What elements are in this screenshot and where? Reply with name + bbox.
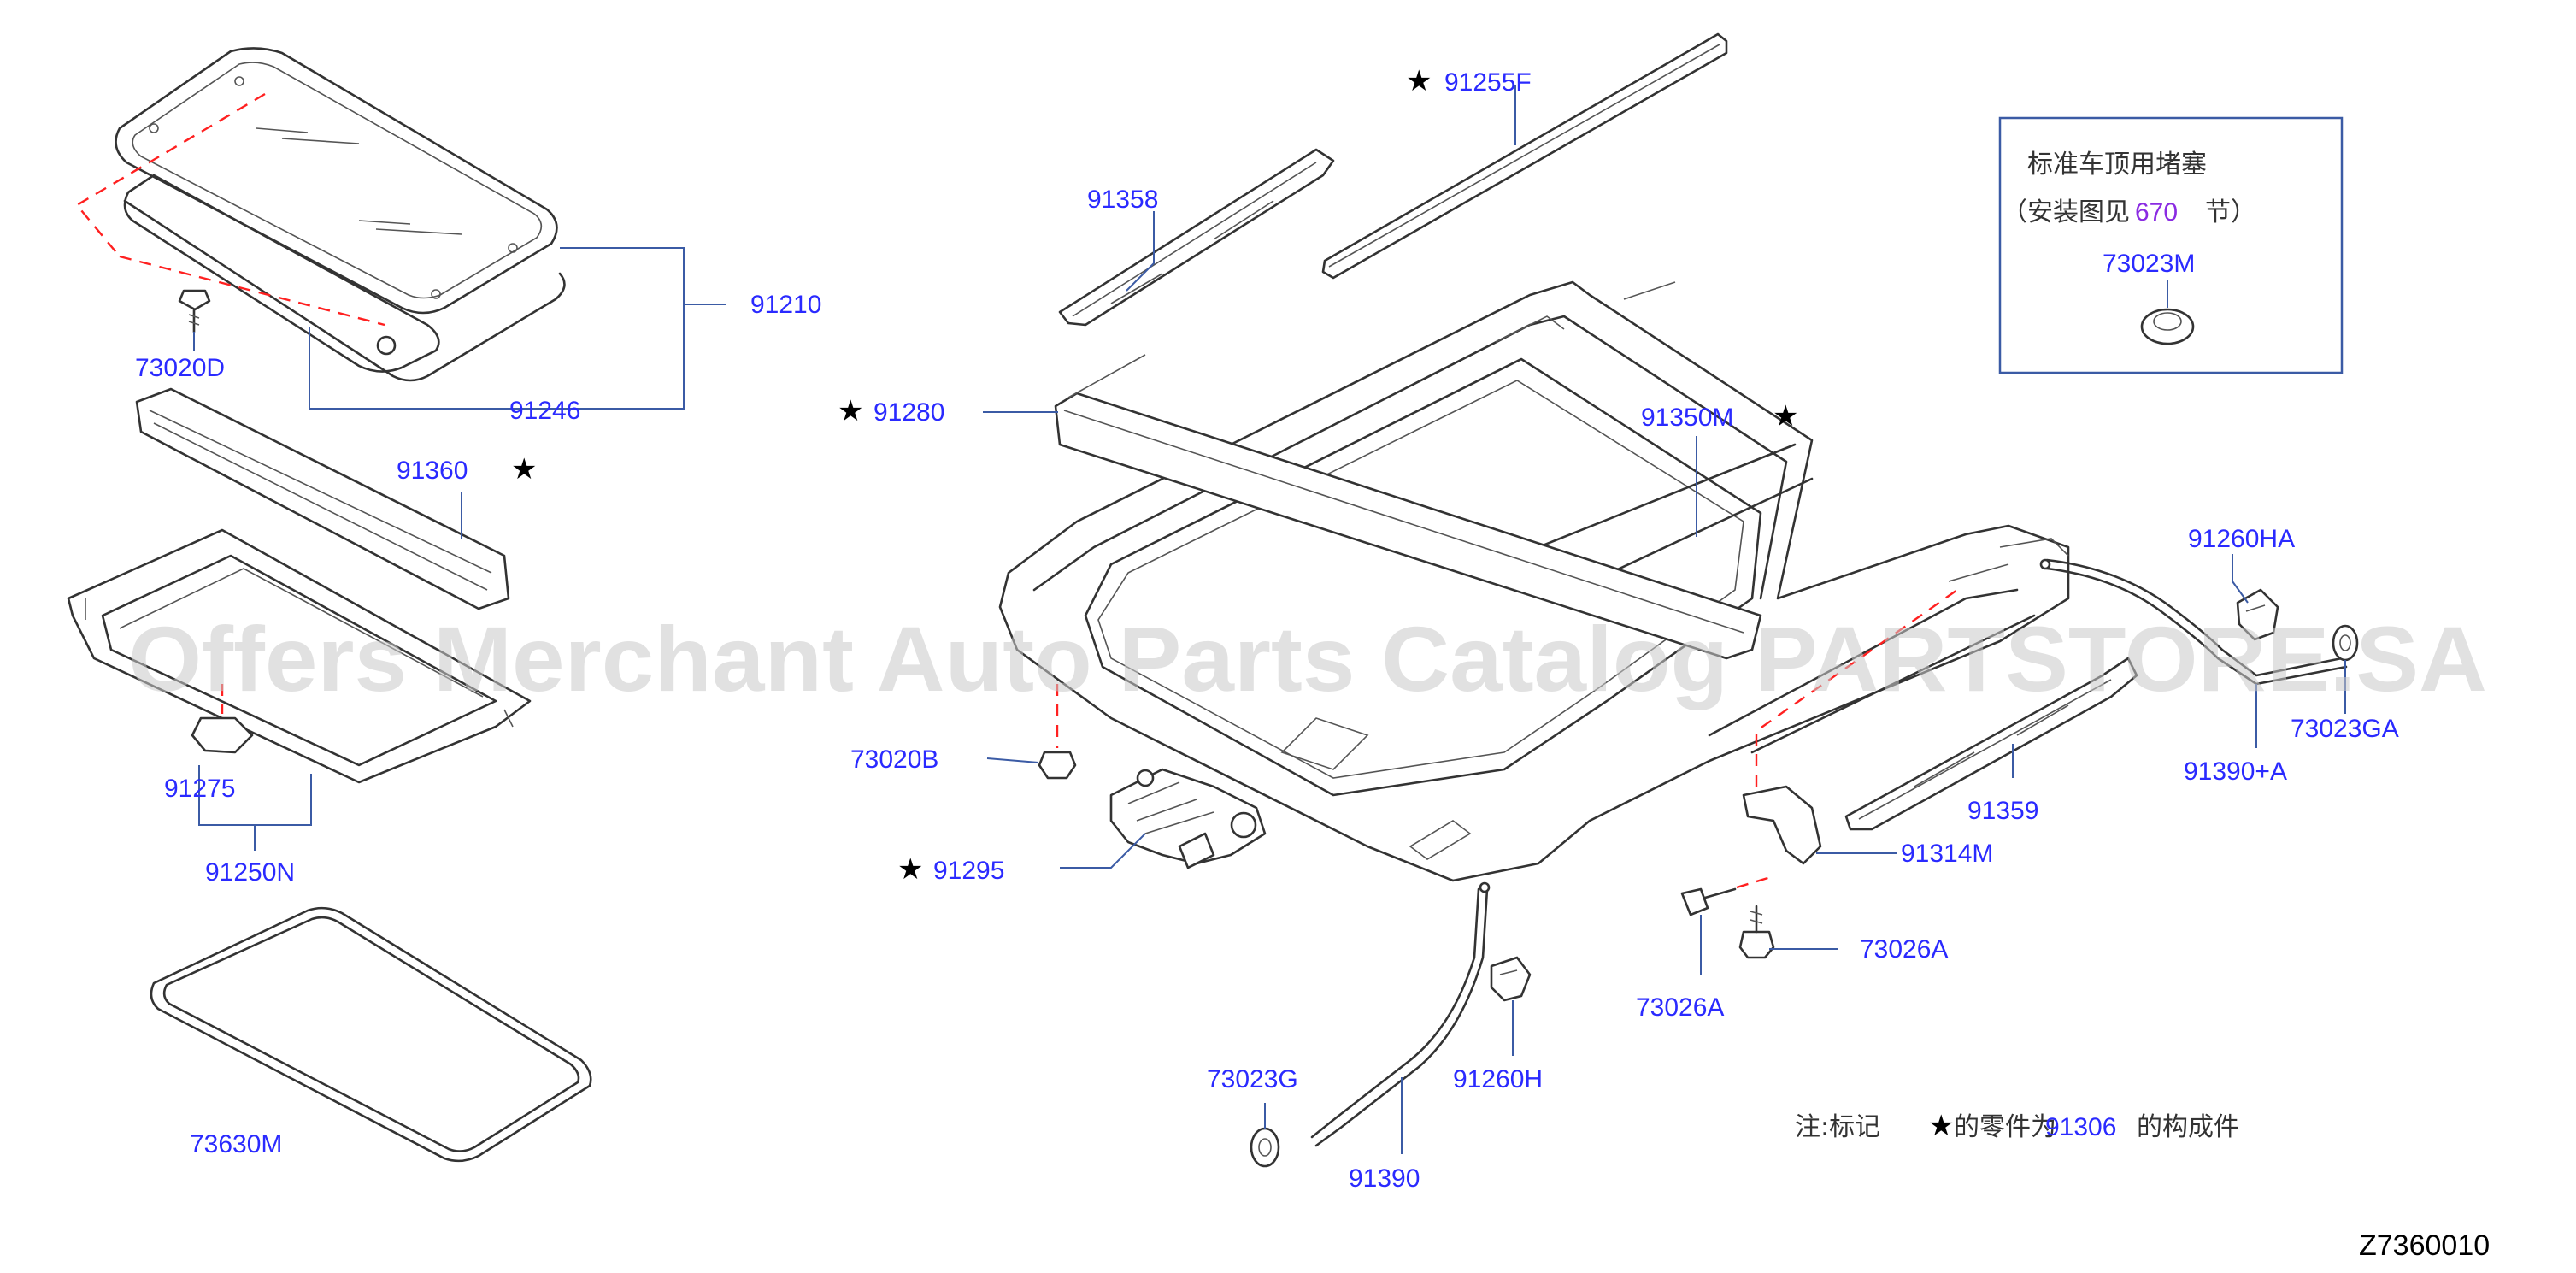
wind-deflector-91360 — [135, 387, 510, 610]
part-label-73026A-right: 73026A — [1860, 935, 1948, 964]
part-label-91358: 91358 — [1087, 186, 1158, 214]
bracket-91314M — [1742, 589, 1958, 865]
nut-73020B — [1038, 684, 1077, 780]
inset-line2-prefix: （安装图见 — [2002, 197, 2130, 227]
sunshade-handle-91275 — [191, 684, 254, 754]
part-label-73023GA: 73023GA — [2291, 715, 2399, 743]
drain-hose-91390A — [2039, 558, 2348, 686]
star-91360: ★ — [511, 453, 537, 486]
bolt-73026A-right — [1738, 905, 1775, 959]
leader-lines — [193, 85, 2346, 1154]
clip-91260H — [1490, 956, 1532, 1002]
part-label-91246: 91246 — [509, 397, 580, 425]
note-middle: 的零件为 — [1954, 1112, 2056, 1142]
part-label-91359: 91359 — [1967, 797, 2038, 825]
screw-73020D — [178, 289, 397, 356]
part-label-91210: 91210 — [750, 291, 821, 319]
inset-box: 标准车顶用堵塞 （安装图见 670 节） 73023M — [1998, 116, 2344, 374]
part-label-91295: 91295 — [933, 857, 1004, 885]
sunroof-frame-91350M — [998, 280, 2070, 882]
part-label-91314M: 91314M — [1901, 840, 1993, 868]
motor-91295 — [1109, 768, 1267, 869]
drain-hose-91390 — [1310, 881, 1491, 1147]
part-label-91260H: 91260H — [1453, 1065, 1543, 1093]
part-label-91390: 91390 — [1349, 1164, 1420, 1193]
part-label-91260HA: 91260HA — [2188, 525, 2295, 553]
body-seal-73630M — [150, 906, 592, 1163]
part-label-73026A-left: 73026A — [1636, 993, 1724, 1022]
note-star: ★ — [1928, 1110, 1954, 1142]
part-label-73020D: 73020D — [135, 354, 225, 382]
part-label-91280: 91280 — [873, 398, 944, 427]
diagram-code: Z7360010 — [2359, 1229, 2490, 1262]
part-label-91255F: 91255F — [1444, 68, 1532, 97]
star-91295: ★ — [897, 853, 923, 886]
star-91255F: ★ — [1406, 65, 1432, 97]
glass-lid-91210 — [115, 47, 558, 315]
watermark-text: Offers Merchant Auto Parts Catalog PARTS… — [128, 607, 2487, 710]
inset-line2-ref: 670 — [2135, 198, 2178, 227]
note-prefix: 注:标记 — [1795, 1112, 1880, 1142]
weatherstrip-91255F — [1321, 32, 1728, 280]
footnote: 注:标记 ★ 的零件为 91306 的构成件 — [1795, 1110, 2239, 1142]
note-suffix: 的构成件 — [2137, 1112, 2239, 1142]
note-ref: 91306 — [2045, 1113, 2116, 1141]
front-rail-91280 — [1054, 354, 1762, 660]
part-label-91250N: 91250N — [205, 858, 295, 887]
inset-line2-suffix: 节） — [2205, 197, 2256, 227]
part-labels: ★ 91255F 91358 91210 73020D 91246 ★ 9128… — [135, 65, 2399, 1193]
guide-rail-91358 — [1058, 148, 1335, 327]
bolt-73026A-left — [1680, 875, 1774, 916]
part-label-73630M: 73630M — [190, 1130, 282, 1158]
part-label-91350M: 91350M — [1641, 404, 1733, 432]
inset-title: 标准车顶用堵塞 — [2027, 150, 2207, 180]
part-label-91390A: 91390+A — [2184, 757, 2287, 786]
part-label-73020B: 73020B — [850, 746, 938, 774]
star-91280: ★ — [838, 395, 863, 427]
star-91350M: ★ — [1773, 400, 1798, 433]
sunshade-91250N — [67, 528, 532, 784]
guide-rail-91359 — [1844, 657, 2138, 831]
dash-guide-glass — [75, 92, 385, 327]
part-label-73023M: 73023M — [2103, 250, 2195, 278]
glass-seal-91246 — [123, 174, 566, 382]
grommet-73023G — [1250, 1127, 1280, 1168]
part-label-91360: 91360 — [397, 457, 468, 485]
part-label-91275: 91275 — [164, 775, 235, 803]
part-label-73023G: 73023G — [1207, 1065, 1298, 1093]
